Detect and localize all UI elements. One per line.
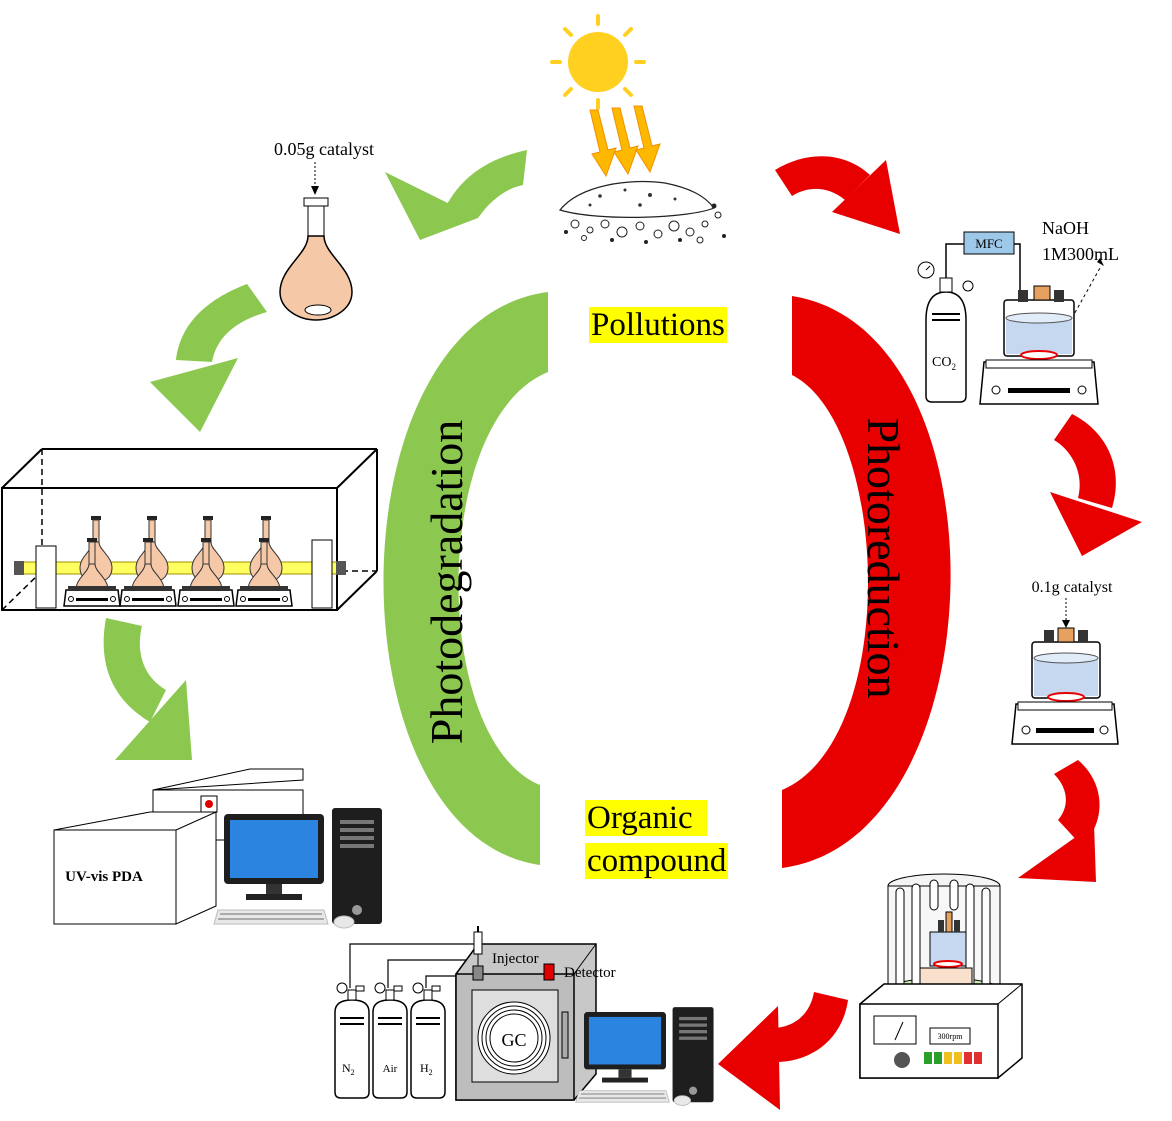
volumetric-flask-icon — [279, 197, 353, 321]
catalyst-left-label: 0.05g catalyst — [274, 139, 374, 159]
mfc-box — [963, 231, 1015, 255]
sun-icon — [550, 14, 646, 110]
arrow-beaker-to-reactor — [1018, 760, 1100, 882]
catalyst-beaker-stirrer-icon — [1011, 627, 1119, 745]
co2-beaker-stirrer-icon — [979, 285, 1099, 405]
h2-label: H2 — [420, 1061, 433, 1077]
air-label: Air — [383, 1063, 398, 1075]
gas-cylinders-group — [334, 982, 446, 1099]
n2-label: N2 — [342, 1061, 355, 1077]
arrow-sun-to-flask — [385, 150, 527, 240]
computer-left-icon — [213, 807, 383, 929]
gc-label: GC — [501, 1030, 526, 1050]
catalyst-right-label: 0.1g catalyst — [1032, 579, 1113, 596]
detector-label: Detector — [564, 965, 616, 981]
co2-label: CO2 — [932, 355, 956, 372]
photodegradation-label: Photodegradation — [421, 420, 472, 745]
pollutions-label: Pollutions — [589, 307, 727, 344]
computer-right-icon — [575, 1006, 714, 1106]
arrow-flask-to-box — [150, 284, 267, 432]
organic-compound-label-line2: compound — [585, 843, 729, 880]
photoreactor-box — [1, 448, 378, 611]
naoh-label: NaOH 1M300mL — [1042, 218, 1119, 264]
organic-compound-label-line1: Organic — [585, 800, 707, 837]
arrow-box-to-uvvis — [103, 618, 192, 760]
uv-lamp-reactor-icon — [859, 873, 1023, 1079]
photoreduction-label: Photoreduction — [858, 417, 909, 698]
injector-label: Injector — [492, 951, 539, 967]
gc-instrument — [455, 926, 597, 1101]
photodegradation-arc — [383, 292, 548, 865]
arrow-reactor-to-gc — [718, 992, 848, 1110]
uv-vis-label: UV-vis PDA — [65, 869, 143, 885]
catalyst-powder-icon — [558, 180, 726, 244]
reactor-display-label: 300rpm — [938, 1032, 964, 1041]
arrow-sun-to-co2 — [775, 156, 900, 234]
sunlight-rays-icon — [589, 105, 661, 178]
photoreduction-arc — [782, 296, 951, 868]
mfc-label: MFC — [975, 236, 1002, 251]
arrow-co2-to-beaker — [1050, 414, 1142, 556]
co2-cylinder-icon — [917, 261, 974, 403]
